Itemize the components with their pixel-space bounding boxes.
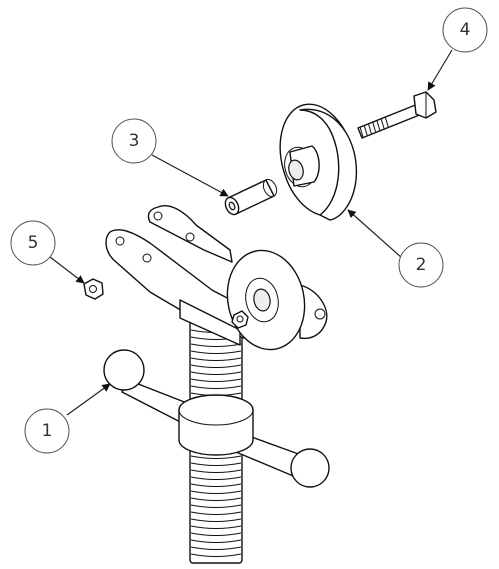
callout-label-3: 3 [129, 131, 140, 151]
handle-ball-right [290, 448, 330, 488]
leader-4 [427, 49, 453, 91]
callout-5: 5 [10, 220, 56, 266]
spacer-tube [224, 178, 278, 216]
handle-assembly [103, 349, 330, 488]
leader-lines [49, 49, 453, 416]
wheel [279, 103, 358, 221]
callout-1: 1 [24, 408, 70, 454]
leader-2 [347, 209, 403, 259]
leader-5 [49, 256, 85, 284]
bolt [357, 91, 437, 139]
handle-ball-left [103, 349, 145, 391]
callout-3: 3 [111, 118, 157, 164]
bracket-nut [231, 310, 249, 329]
callout-2: 2 [398, 242, 444, 288]
callout-label-4: 4 [460, 20, 471, 40]
callout-label-1: 1 [42, 421, 53, 441]
callout-4: 4 [442, 7, 488, 53]
hex-nut [83, 278, 104, 300]
leader-1 [66, 383, 111, 416]
callout-label-5: 5 [28, 233, 39, 253]
leader-3 [151, 154, 229, 197]
callout-label-2: 2 [416, 255, 427, 275]
